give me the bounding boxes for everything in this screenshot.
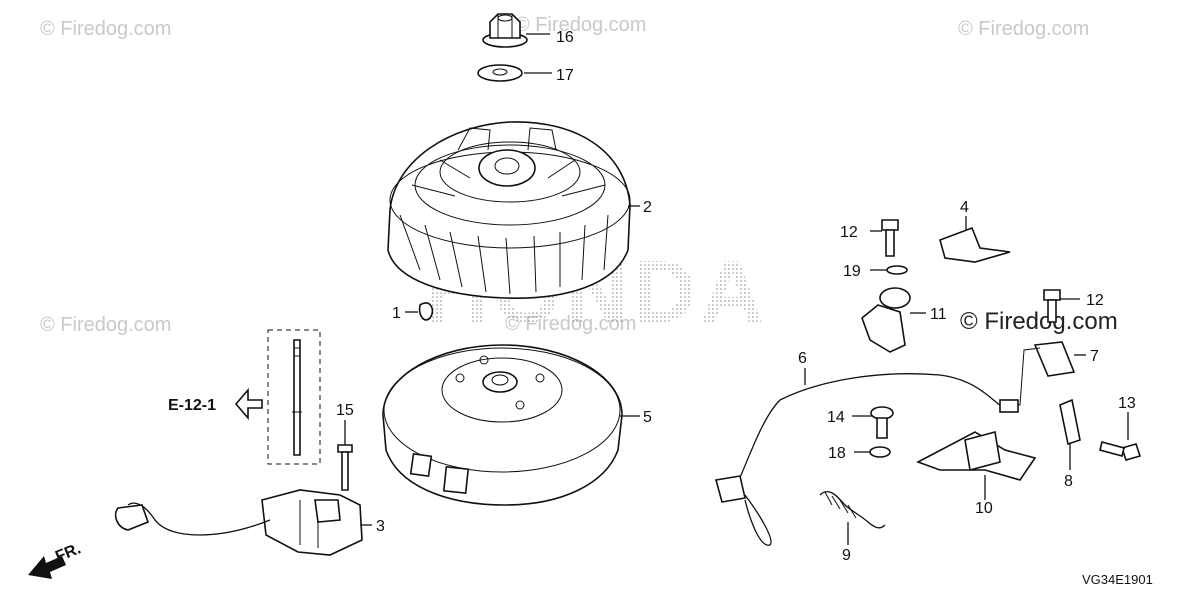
callout-18: 18	[828, 445, 846, 462]
part-14-screw	[870, 406, 894, 439]
front-direction-arrow	[28, 556, 66, 579]
callout-9: 9	[842, 547, 851, 564]
diagram-code: VG34E1901	[1082, 572, 1153, 587]
part-9-spring	[819, 491, 886, 529]
callout-8: 8	[1064, 473, 1073, 490]
part-3-ignition-coil	[114, 489, 363, 556]
part-12-bolt-upper	[881, 219, 899, 257]
callout-12-right: 12	[1086, 292, 1104, 309]
callout-3: 3	[376, 518, 385, 535]
callout-7: 7	[1090, 348, 1099, 365]
front-direction-label: FR.	[53, 540, 83, 565]
part-11-switch	[861, 287, 911, 353]
callout-4: 4	[960, 199, 969, 216]
callout-6: 6	[798, 350, 807, 367]
part-19-washer	[886, 265, 908, 275]
callout-11: 11	[930, 306, 947, 323]
callout-16: 16	[556, 29, 574, 46]
part-13-bolt	[1099, 441, 1142, 461]
part-12-bolt-right	[1043, 289, 1061, 323]
part-15-bolt	[337, 444, 353, 491]
part-5-flywheel	[382, 344, 623, 506]
part-18-washer	[869, 446, 891, 458]
reference-label: E-12-1	[168, 397, 216, 414]
callout-10: 10	[975, 500, 993, 517]
callout-12-upper: 12	[840, 224, 858, 241]
part-17-washer	[477, 64, 523, 82]
ignition-stud-reference	[267, 329, 321, 465]
watermark-top-left: © Firedog.com	[40, 18, 172, 40]
callout-17: 17	[556, 67, 574, 84]
callout-1: 1	[392, 305, 401, 322]
part-6-wire	[714, 347, 1041, 546]
reference-arrow	[234, 387, 263, 421]
part-1-key	[418, 302, 434, 321]
callout-2: 2	[643, 199, 652, 216]
watermark-top-right: © Firedog.com	[958, 18, 1090, 40]
leader-lines	[344, 33, 1129, 545]
callout-19: 19	[843, 263, 861, 280]
part-4-plate	[939, 226, 1011, 263]
callout-13: 13	[1118, 395, 1136, 412]
part-2-cooling-fan	[387, 121, 631, 299]
part-8-bracket	[1059, 398, 1081, 446]
callout-5: 5	[643, 409, 652, 426]
part-10-switch-plate	[916, 431, 1037, 481]
callout-15: 15	[336, 402, 354, 419]
part-16-flange-nut	[482, 13, 528, 48]
watermark-top-center: © Firedog.com	[515, 14, 647, 36]
watermark-mid-center: © Firedog.com	[505, 313, 637, 335]
watermark-mid-left: © Firedog.com	[40, 314, 172, 336]
part-7-clip	[1033, 341, 1076, 377]
callout-14: 14	[827, 409, 845, 426]
watermark-mid-right: © Firedog.com	[960, 308, 1118, 335]
